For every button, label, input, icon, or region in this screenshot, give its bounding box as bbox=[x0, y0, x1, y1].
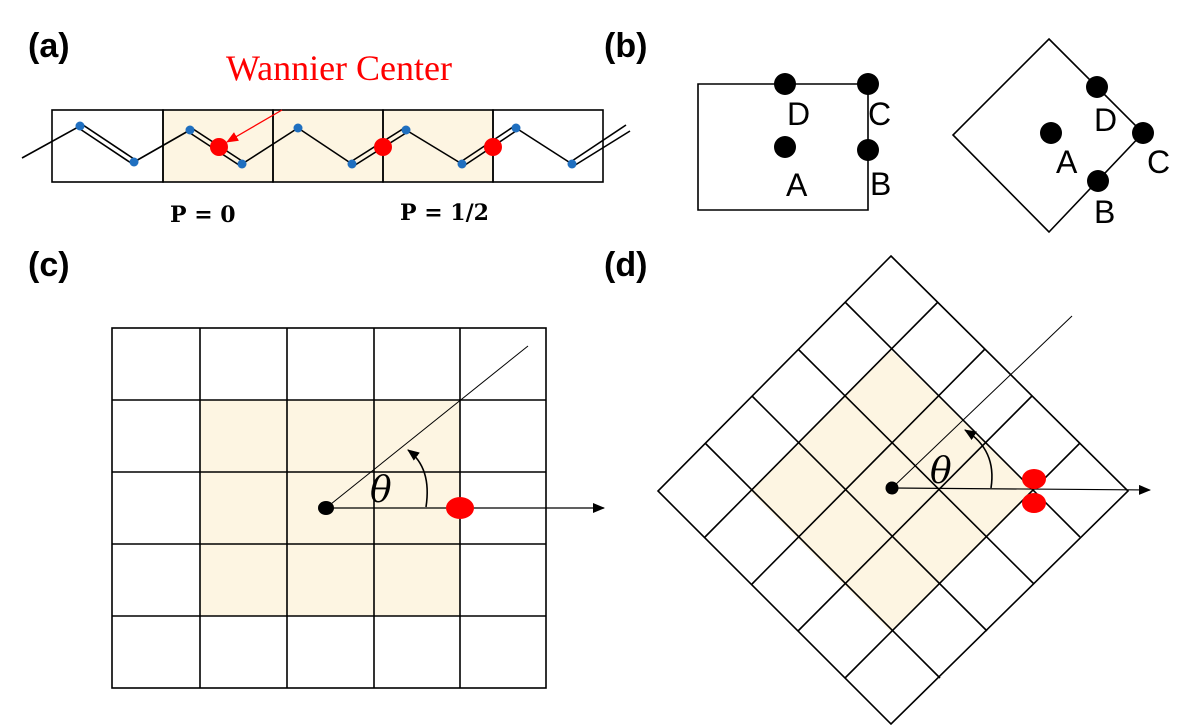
rotated-axis-line bbox=[325, 345, 529, 509]
point-c bbox=[857, 73, 879, 95]
polarization-zero-label: P = 0 bbox=[170, 202, 236, 228]
atom bbox=[129, 157, 139, 167]
origin-dot bbox=[885, 481, 899, 495]
square-cell-points bbox=[774, 73, 879, 161]
square-grid bbox=[111, 327, 547, 689]
panel-label-b: (b) bbox=[604, 27, 647, 65]
panel-b: A B C D A B C D bbox=[697, 37, 1170, 234]
square-cell bbox=[697, 83, 869, 211]
point-b bbox=[1087, 170, 1109, 192]
highlight-cell bbox=[273, 110, 383, 182]
point-label-a: A bbox=[1056, 144, 1078, 180]
panel-c: θ bbox=[111, 327, 605, 689]
wannier-center-dot bbox=[484, 138, 502, 156]
unit-cell bbox=[51, 109, 164, 183]
point-label-d: D bbox=[1094, 102, 1117, 138]
wannier-pointer-arrow bbox=[226, 109, 283, 143]
atom bbox=[347, 159, 357, 169]
wannier-center-dot bbox=[1022, 469, 1046, 489]
point-a bbox=[774, 136, 796, 158]
point-label-c: C bbox=[868, 96, 891, 132]
rotated-cell bbox=[951, 37, 1145, 234]
wannier-center-dot bbox=[374, 138, 392, 156]
panel-d: θ bbox=[656, 254, 1151, 726]
point-c bbox=[1132, 122, 1154, 144]
unit-cell bbox=[492, 109, 604, 183]
atom bbox=[75, 121, 85, 131]
point-label-d: D bbox=[787, 96, 810, 132]
rotated-cell-points bbox=[1040, 76, 1154, 192]
panel-label-d: (d) bbox=[604, 246, 647, 284]
angle-arc bbox=[407, 449, 428, 508]
point-d bbox=[1086, 76, 1108, 98]
point-label-b: B bbox=[870, 166, 891, 202]
highlight-cell bbox=[383, 110, 493, 182]
horizontal-axis-arrow bbox=[891, 484, 1151, 495]
wannier-center-dot bbox=[210, 138, 228, 156]
atom bbox=[185, 125, 195, 135]
theta-label: θ bbox=[930, 451, 952, 492]
point-label-b: B bbox=[1094, 194, 1115, 230]
wannier-center-dot bbox=[1022, 493, 1046, 513]
point-label-a: A bbox=[786, 167, 808, 203]
point-a bbox=[1040, 122, 1062, 144]
point-b bbox=[857, 139, 879, 161]
single-bonds bbox=[21, 125, 573, 165]
rotated-axis-line bbox=[891, 315, 1073, 489]
angle-arc bbox=[964, 429, 993, 489]
atom bbox=[401, 125, 411, 135]
atom bbox=[567, 159, 577, 169]
panel-label-c: (c) bbox=[28, 246, 70, 284]
atom bbox=[293, 123, 303, 133]
wannier-centers bbox=[210, 138, 502, 156]
polarization-half-label: P = 1/2 bbox=[400, 200, 489, 226]
atom bbox=[237, 159, 247, 169]
atom bbox=[457, 159, 467, 169]
panel-a: Wannier Center P = 0 P = 1/2 bbox=[21, 48, 631, 228]
theta-label: θ bbox=[370, 470, 392, 511]
wannier-center-dot bbox=[446, 497, 474, 519]
point-label-c: C bbox=[1147, 144, 1170, 180]
wannier-center-label: Wannier Center bbox=[226, 48, 452, 88]
panel-label-a: (a) bbox=[28, 27, 70, 65]
atoms bbox=[75, 121, 577, 169]
point-d bbox=[774, 73, 796, 95]
origin-dot bbox=[318, 501, 334, 515]
atom bbox=[511, 123, 521, 133]
